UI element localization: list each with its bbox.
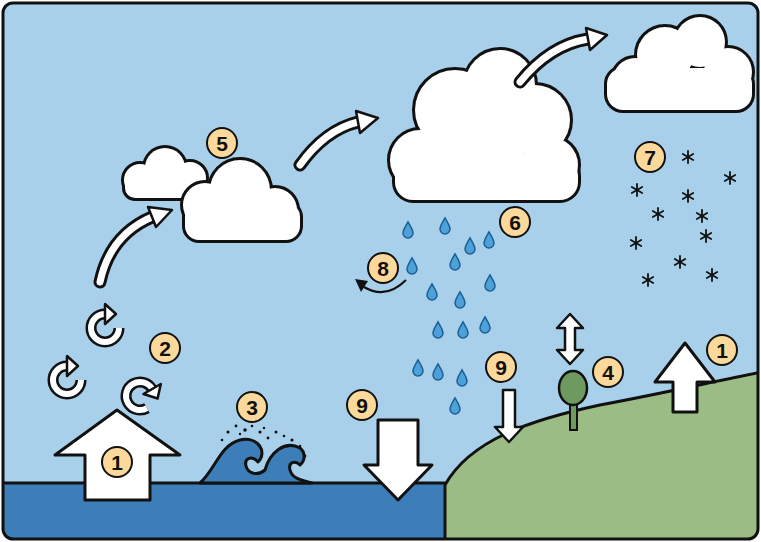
transport-arrow — [300, 111, 378, 165]
cloud-outline — [183, 160, 300, 240]
raindrops — [403, 218, 495, 414]
tree-crown — [559, 371, 587, 405]
callout-number: 5 — [206, 127, 238, 159]
callout-text: 9 — [356, 395, 368, 416]
cloud-outline — [607, 17, 752, 110]
exchange-arrow — [557, 314, 583, 364]
evaporation-arrow — [55, 410, 180, 500]
sea-spray — [221, 425, 307, 458]
cloud — [183, 160, 300, 240]
callout-text: 8 — [377, 258, 389, 279]
cloud — [390, 50, 578, 200]
callout-text: 6 — [509, 212, 521, 233]
cloud — [607, 17, 752, 110]
callout-text: 1 — [716, 340, 728, 361]
callout-number: 1 — [706, 334, 738, 366]
transport-arrow — [520, 28, 607, 82]
callout-number: 2 — [149, 332, 181, 364]
callout-number: 8 — [367, 252, 399, 284]
callout-number: 7 — [634, 141, 666, 173]
convection-swirl — [53, 356, 81, 394]
callout-text: 5 — [216, 133, 228, 154]
callout-number: 3 — [236, 391, 268, 423]
cloud-outline — [390, 50, 578, 200]
sea-wave — [200, 439, 312, 483]
convection-swirl — [91, 304, 119, 342]
callout-number: 1 — [101, 446, 133, 478]
land-hill — [445, 372, 758, 539]
precipitation-arrow — [364, 420, 432, 500]
callout-text: 7 — [644, 147, 656, 168]
frame — [3, 3, 758, 539]
callout-number: 9 — [346, 389, 378, 421]
transport-arrow — [100, 207, 172, 282]
callout-text: 1 — [111, 452, 123, 473]
callout-number: 6 — [499, 206, 531, 238]
precipitation-arrow-small — [495, 390, 523, 442]
callout-text: 3 — [246, 397, 258, 418]
callout-number: 9 — [485, 351, 517, 383]
callout-number: 4 — [592, 356, 624, 388]
callout-text: 9 — [495, 357, 507, 378]
callout-text: 4 — [602, 362, 614, 383]
convection-swirl — [121, 372, 168, 415]
callout-text: 2 — [159, 338, 171, 359]
